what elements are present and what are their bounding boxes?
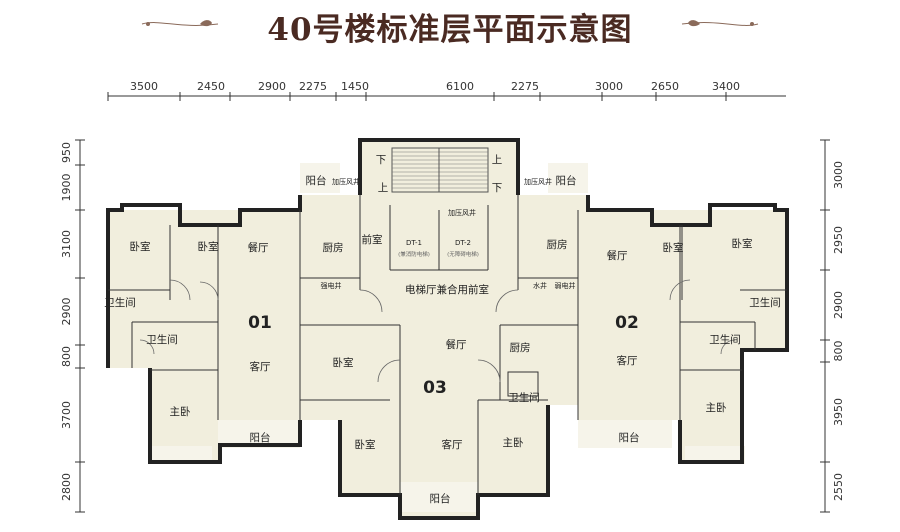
label-living-01: 客厅 [250, 360, 271, 373]
exterior-walls [106, 138, 789, 520]
label-balcony-02: 阳台 [619, 431, 640, 444]
label-balcony-01: 阳台 [250, 431, 271, 444]
label-pressurized-shaft-right: 加压风井 [524, 177, 552, 186]
right-dimension-line: 3000 2950 2900 800 3950 2550 [820, 139, 845, 513]
left-dimension-label: 3100 [60, 230, 73, 258]
right-dimension-label: 2900 [832, 291, 845, 319]
label-bedroom-01b: 卧室 [198, 240, 219, 253]
label-hall: 电梯厅兼合用前室 [405, 283, 489, 296]
label-unit-02: 02 [615, 313, 639, 333]
left-dimension-label: 950 [60, 142, 73, 163]
label-living-02: 客厅 [617, 354, 638, 367]
label-stair-up-right: 上 [492, 154, 503, 166]
top-dimension-line: 3500 2450 2900 2275 1450 6100 2275 3000 2650 3400 [107, 80, 786, 101]
label-dining-01: 餐厅 [248, 241, 269, 254]
door-swings [139, 279, 736, 383]
label-bath-03: 卫生间 [508, 391, 540, 404]
label-bath-01a: 卫生间 [104, 296, 136, 309]
label-dt1: DT-1 [406, 239, 422, 247]
top-dimension-label: 2275 [299, 80, 327, 93]
top-dimension-label: 2900 [258, 80, 286, 93]
label-balcony-03: 阳台 [430, 492, 451, 505]
label-strong-shaft: 强电井 [321, 281, 342, 290]
right-dimension-label: 2950 [832, 226, 845, 254]
label-living-03: 客厅 [442, 438, 463, 451]
label-water-shaft: 水井 [533, 281, 547, 290]
top-dimension-label: 2275 [511, 80, 539, 93]
left-ornament-icon [141, 20, 219, 27]
right-ornament-icon [681, 20, 759, 27]
label-kitchen-02: 厨房 [547, 238, 568, 251]
label-balcony-01-top: 阳台 [306, 174, 327, 187]
top-dimension-label: 2650 [651, 80, 679, 93]
label-bath-01b: 卫生间 [146, 333, 178, 346]
top-dimension-label: 6100 [446, 80, 474, 93]
top-dimension-label: 2450 [197, 80, 225, 93]
room-labels: 卧室 卧室 餐厅 厨房 前室 阳台 加压风井 卫生间 卫生间 客厅 主卧 阳台 … [104, 154, 781, 505]
right-dimension-label: 3000 [832, 161, 845, 189]
label-balcony-02-top: 阳台 [556, 174, 577, 187]
label-dt1-note: (兼消防电梯) [398, 250, 430, 258]
balconies [152, 163, 745, 512]
label-dt2: DT-2 [455, 239, 471, 247]
label-kitchen-03: 厨房 [510, 341, 531, 354]
label-dining-02: 餐厅 [607, 249, 628, 262]
label-bedroom-03a: 卧室 [333, 356, 354, 369]
label-master-03: 主卧 [503, 436, 524, 449]
label-stair-down-left: 下 [376, 154, 387, 166]
right-dimension-label: 800 [832, 341, 845, 362]
left-dimension-label: 2900 [60, 298, 73, 326]
label-unit-01: 01 [248, 313, 272, 333]
label-pressurized-shaft-left: 加压风井 [332, 177, 360, 186]
top-dimension-label: 1450 [341, 80, 369, 93]
interior-walls [108, 195, 787, 495]
label-master-01: 主卧 [170, 405, 191, 418]
top-dimension-label: 3400 [712, 80, 740, 93]
right-dimension-label: 2550 [832, 473, 845, 501]
top-dimension-label: 3000 [595, 80, 623, 93]
label-bath-02a: 卫生间 [749, 296, 781, 309]
stairwell [391, 147, 489, 193]
label-bedroom-03b: 卧室 [355, 438, 376, 451]
label-master-02: 主卧 [706, 401, 727, 414]
left-dimension-label: 800 [60, 346, 73, 367]
label-kitchen-01: 厨房 [323, 241, 344, 254]
label-bedroom-02a: 卧室 [663, 241, 684, 254]
right-dimension-label: 3950 [832, 398, 845, 426]
label-dt2-note: (无障碍电梯) [447, 250, 479, 258]
label-front-room: 前室 [362, 233, 383, 246]
label-unit-03: 03 [423, 378, 447, 398]
label-stair-down-right: 下 [492, 182, 503, 194]
plan-title: 40号楼标准层平面示意图 [267, 12, 633, 48]
left-dimension-label: 1900 [60, 174, 73, 202]
label-bedroom-01a: 卧室 [130, 240, 151, 253]
label-weak-shaft: 弱电井 [555, 281, 576, 290]
label-bedroom-02b: 卧室 [732, 237, 753, 250]
label-bath-02b: 卫生间 [709, 333, 741, 346]
label-pressurized-shaft-top: 加压风井 [448, 208, 476, 217]
left-dimension-label: 2800 [60, 473, 73, 501]
left-dimension-label: 3700 [60, 401, 73, 429]
label-stair-up-left: 上 [378, 182, 389, 194]
left-dimension-line: 950 1900 3100 2900 800 3700 2800 [60, 139, 85, 513]
label-dining-03: 餐厅 [446, 338, 467, 351]
top-dimension-label: 3500 [130, 80, 158, 93]
